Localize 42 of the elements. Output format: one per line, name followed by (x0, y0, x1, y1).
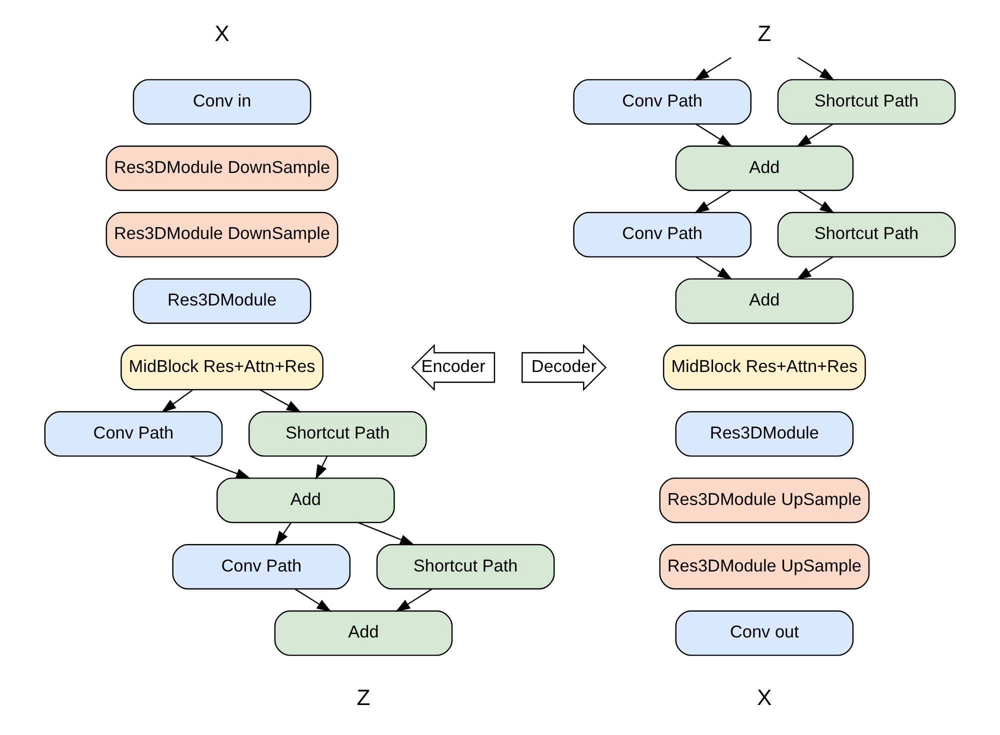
node-box: Res3DModule (675, 411, 854, 457)
node-box: Res3DModule UpSample (659, 544, 870, 590)
arrow (695, 256, 733, 280)
arrow (315, 456, 328, 480)
node-box: Res3DModule DownSample (106, 146, 338, 191)
node-box: MidBlock Res+Attn+Res (120, 344, 324, 390)
node-box: Shortcut Path (248, 411, 427, 457)
arrow (395, 588, 432, 612)
arrow (695, 123, 733, 148)
node-box: Res3DModule DownSample (106, 212, 338, 258)
node-box: Add (274, 610, 453, 656)
arrow (294, 588, 332, 612)
node-box: Shortcut Path (777, 212, 956, 258)
node-box: Shortcut Path (376, 544, 555, 590)
arrow (694, 190, 732, 214)
node-box: Res3DModule (132, 278, 312, 324)
arrow (275, 522, 292, 546)
arrow (798, 190, 835, 214)
node-box: Shortcut Path (777, 79, 956, 125)
node-box: Add (216, 478, 395, 524)
node-box: Conv Path (44, 411, 223, 457)
arrow (358, 522, 415, 546)
arrow (260, 389, 302, 413)
label: X (757, 684, 772, 710)
node-box: Add (675, 146, 854, 191)
node-box: Conv out (675, 610, 854, 656)
label: X (214, 20, 230, 46)
arrow (796, 123, 834, 148)
node-box: Conv Path (172, 544, 351, 590)
arrow (694, 57, 732, 81)
node-box: Conv Path (573, 212, 752, 258)
arrow (161, 389, 194, 413)
arrow (190, 456, 251, 479)
node-box: Add (675, 278, 854, 324)
node-text: Z (758, 20, 772, 46)
node-box: MidBlock Res+Attn+Res (662, 344, 866, 390)
node-box: Conv in (132, 79, 312, 125)
arrow (796, 256, 834, 280)
label: Z (356, 684, 370, 710)
arrow (798, 57, 835, 81)
node-box: Res3DModule UpSample (659, 478, 870, 524)
node-box: Conv Path (573, 79, 752, 125)
